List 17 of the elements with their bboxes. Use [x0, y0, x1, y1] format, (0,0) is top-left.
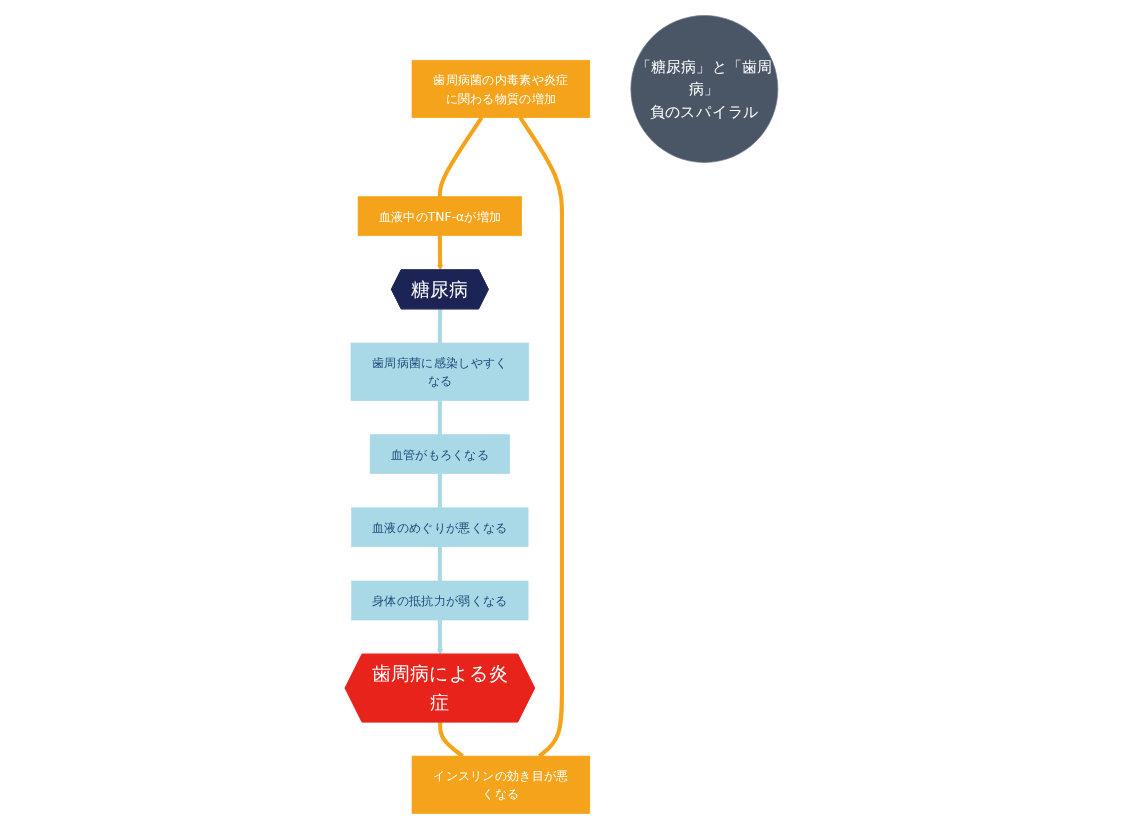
- node-box: 血管がもろくなる: [369, 434, 510, 474]
- connector: [437, 546, 442, 581]
- connector: [437, 400, 442, 435]
- arrow: [437, 620, 444, 655]
- node-circle: 「糖尿病」と「歯周病」 負のスパイラル: [630, 15, 779, 163]
- connector: [437, 473, 442, 508]
- connector: [438, 722, 464, 758]
- node-box: 血液中のTNF-αが増加: [357, 196, 522, 236]
- node-box: 歯周病菌に感染しやすくなる: [350, 342, 530, 401]
- connector: [437, 309, 443, 344]
- node-box: 血液のめぐりが悪くなる: [351, 507, 529, 548]
- connector: [518, 116, 564, 758]
- node-box: 歯周病菌の内毒素や炎症に関わる物質の増加: [411, 59, 591, 119]
- node-box: 身体の抵抗力が弱くなる: [351, 580, 529, 621]
- arrow: [437, 235, 444, 271]
- node-box: インスリンの効き目が悪くなる: [411, 755, 591, 814]
- connector: [437, 116, 484, 197]
